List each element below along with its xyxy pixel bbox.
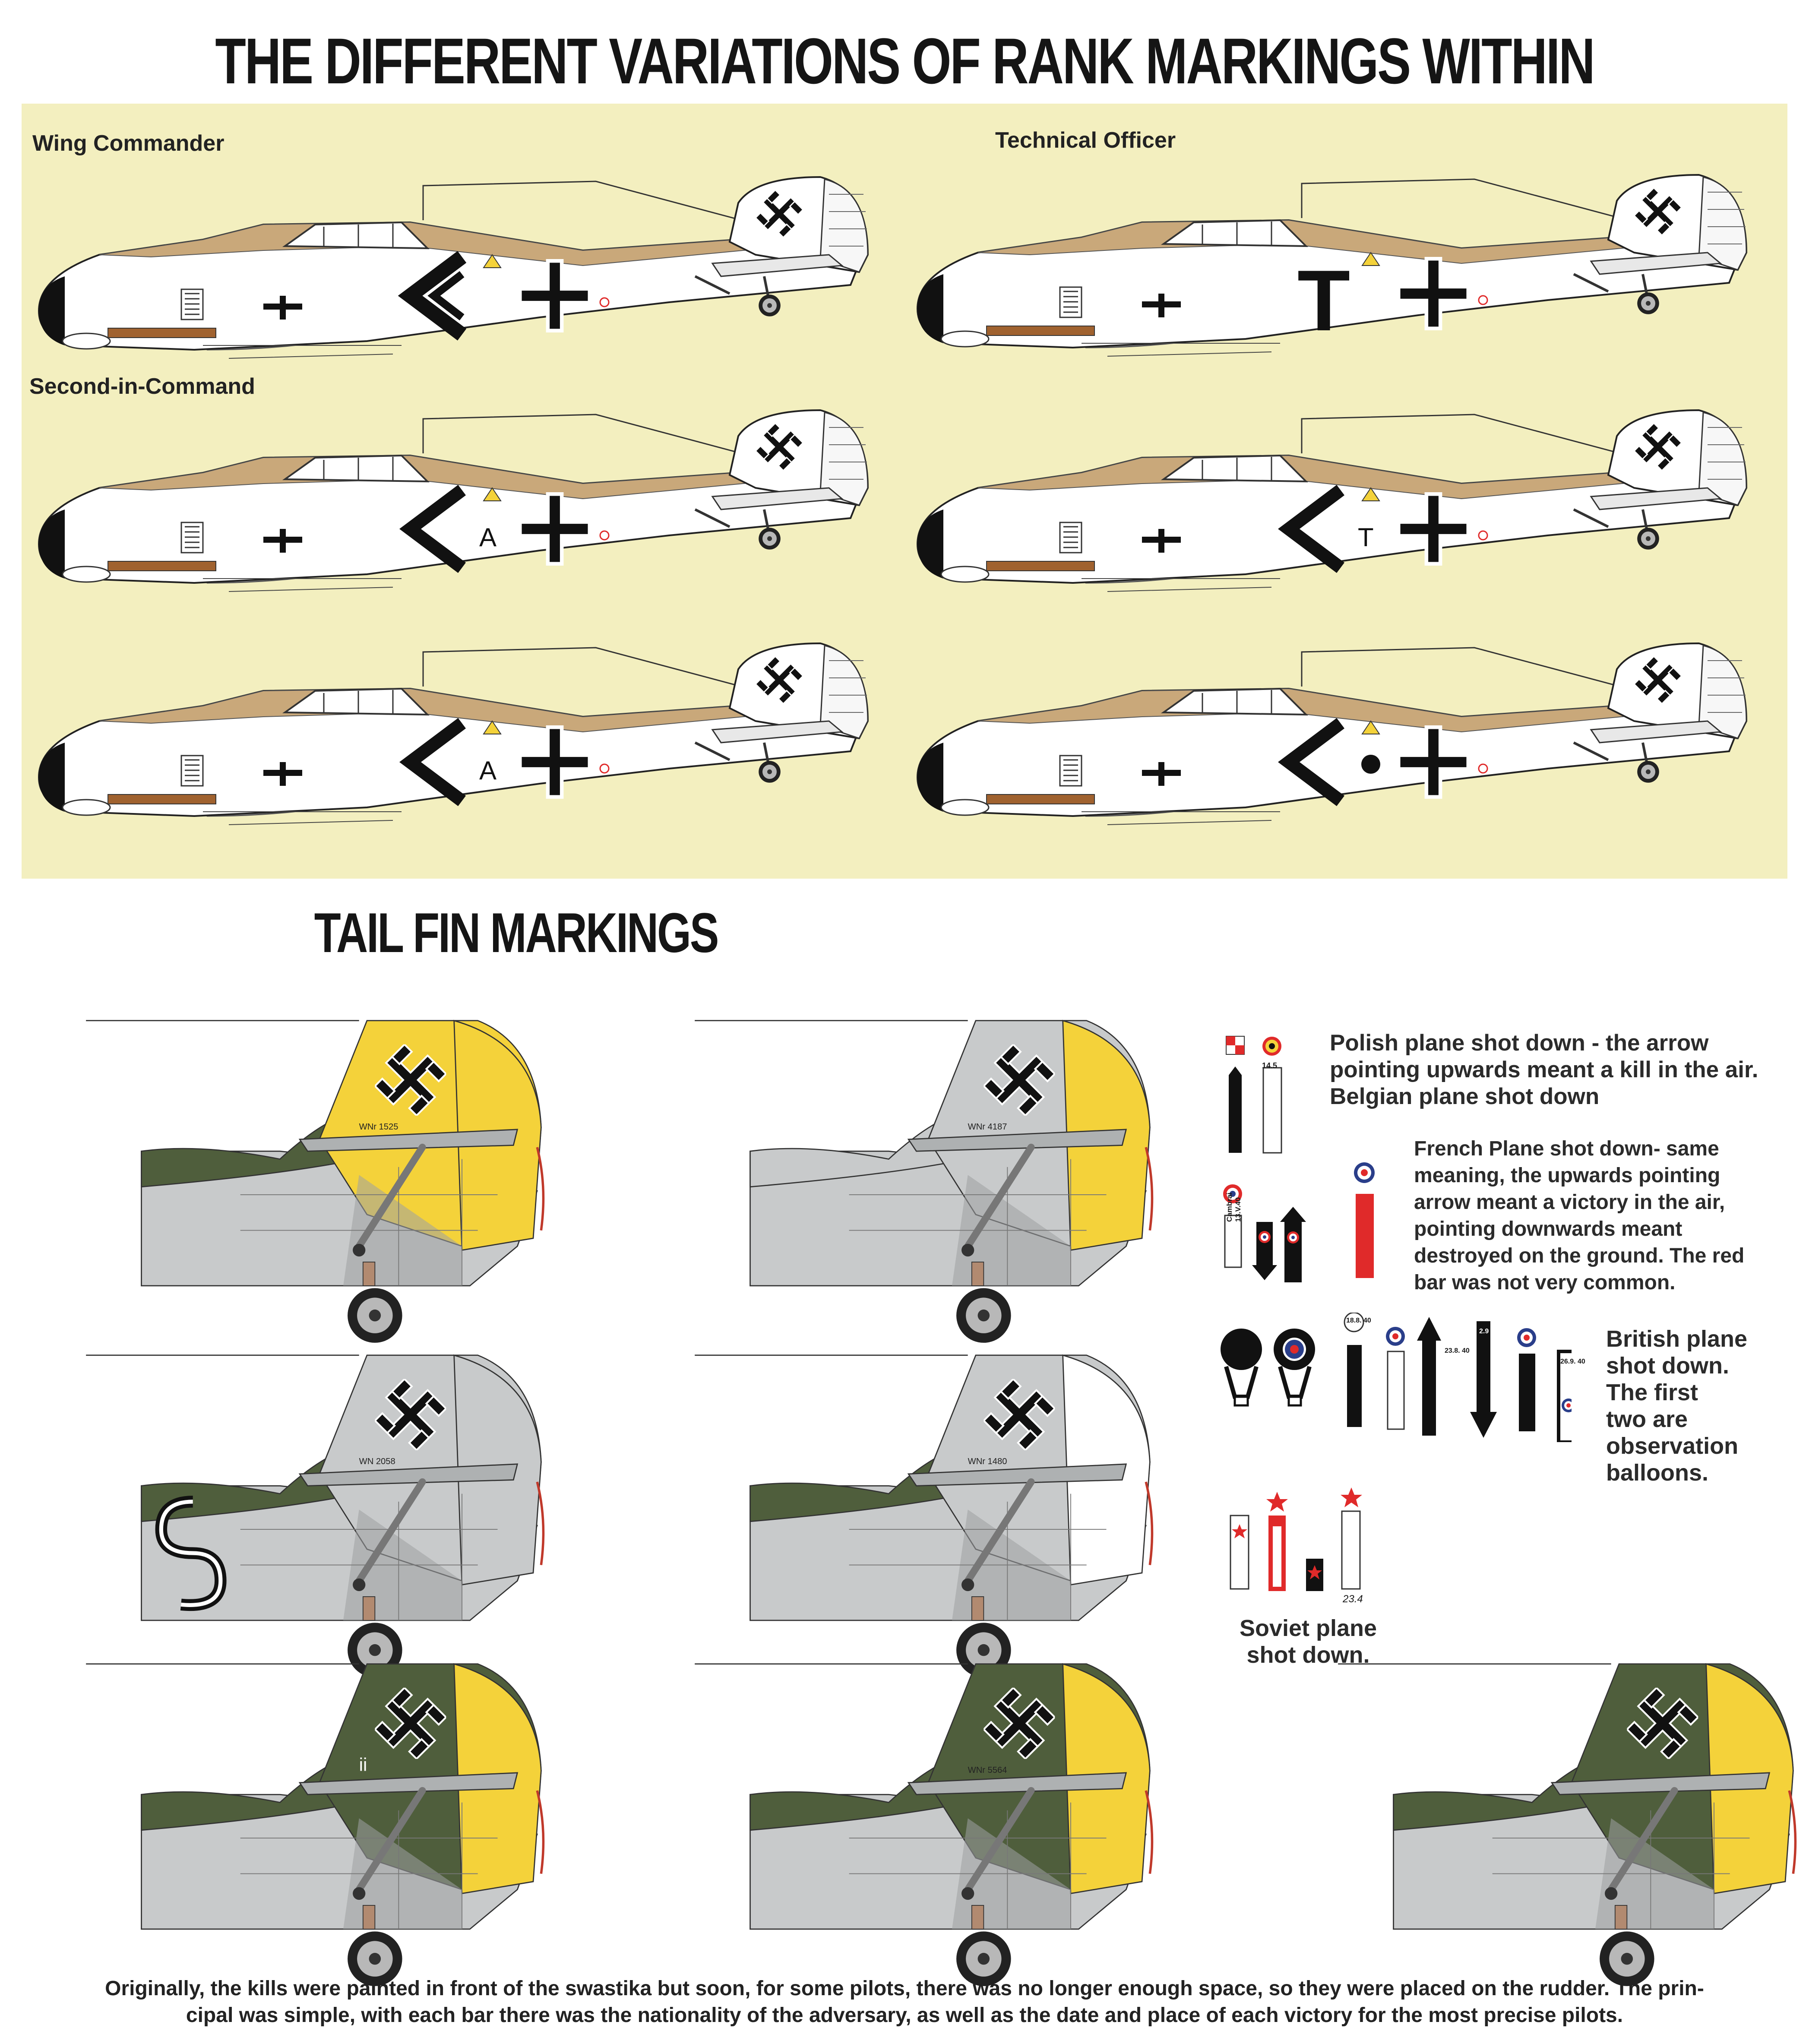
- tail-fin-profile-1: WNr 1525: [86, 1019, 545, 1343]
- label-wing-commander: Wing Commander: [32, 131, 225, 156]
- british-bar-date-3: 2.9 40: [1479, 1328, 1499, 1335]
- tail-fin-profile-6: WNr 5564: [695, 1663, 1154, 1986]
- svg-text:A: A: [479, 523, 497, 552]
- tail-fin-profile-7: [1338, 1663, 1797, 1986]
- aircraft-profile-5: A: [38, 642, 869, 825]
- polish-bar-date: 14.5: [1262, 1061, 1278, 1070]
- label-technical-officer: Technical Officer: [995, 128, 1176, 153]
- aircraft-profile-1: [38, 176, 869, 359]
- aircraft-profile-3: A: [38, 409, 869, 592]
- polish-belgian-kill-bars: [1226, 1036, 1282, 1154]
- label-second-in-command: Second-in-Command: [29, 374, 255, 399]
- british-bar-date-2: 23.8. 40: [1445, 1347, 1470, 1354]
- french-bar-text: Cambrai 13.V.40: [1225, 1192, 1242, 1222]
- soviet-text: Soviet plane shot down.: [1239, 1615, 1377, 1668]
- soviet-kill-bars: [1230, 1487, 1362, 1591]
- french-kill-bars: [1223, 1162, 1375, 1282]
- tail-wnr-label: WNr 1525: [359, 1122, 398, 1132]
- tail-fin-profile-4: WNr 1480: [695, 1354, 1154, 1677]
- tail-fin-title: TAIL FIN MARKINGS: [314, 901, 719, 964]
- british-bar-date-4: 26.9. 40: [1560, 1358, 1585, 1365]
- tail-wnr-label: WNr 1480: [968, 1457, 1007, 1466]
- aircraft-profile-2: T: [916, 174, 1748, 357]
- tail-wnr-label: WNr 5564: [968, 1766, 1007, 1775]
- aircraft-profile-4: T: [916, 409, 1748, 592]
- british-bar-date-1: 18.8. 40: [1346, 1317, 1371, 1324]
- footer-caption: Originally, the kills were painted in fr…: [105, 1977, 1704, 2027]
- british-text: British plane shot down. The first two a…: [1606, 1326, 1748, 1486]
- tail-fin-profile-5: ii: [86, 1663, 545, 1986]
- svg-text:T: T: [1358, 523, 1374, 552]
- tail-wnr-label: WNr 4187: [968, 1122, 1007, 1132]
- tail-fin-profile-3: WN 2058: [86, 1354, 545, 1677]
- tail-gruppe-mark: ii: [359, 1754, 367, 1775]
- soviet-bar-date: 23.4: [1343, 1593, 1363, 1605]
- tail-wnr-label: WN 2058: [359, 1457, 395, 1466]
- tail-fin-profile-2: WNr 4187: [695, 1019, 1154, 1343]
- svg-text:T: T: [1297, 253, 1350, 349]
- aircraft-profile-6: [916, 642, 1748, 825]
- british-kill-bars: [1221, 1313, 1572, 1442]
- polish-belgian-text: Polish plane shot down - the arrow point…: [1330, 1030, 1758, 1109]
- french-text: French Plane shot down- same meaning, th…: [1414, 1137, 1745, 1294]
- svg-text:A: A: [479, 756, 497, 785]
